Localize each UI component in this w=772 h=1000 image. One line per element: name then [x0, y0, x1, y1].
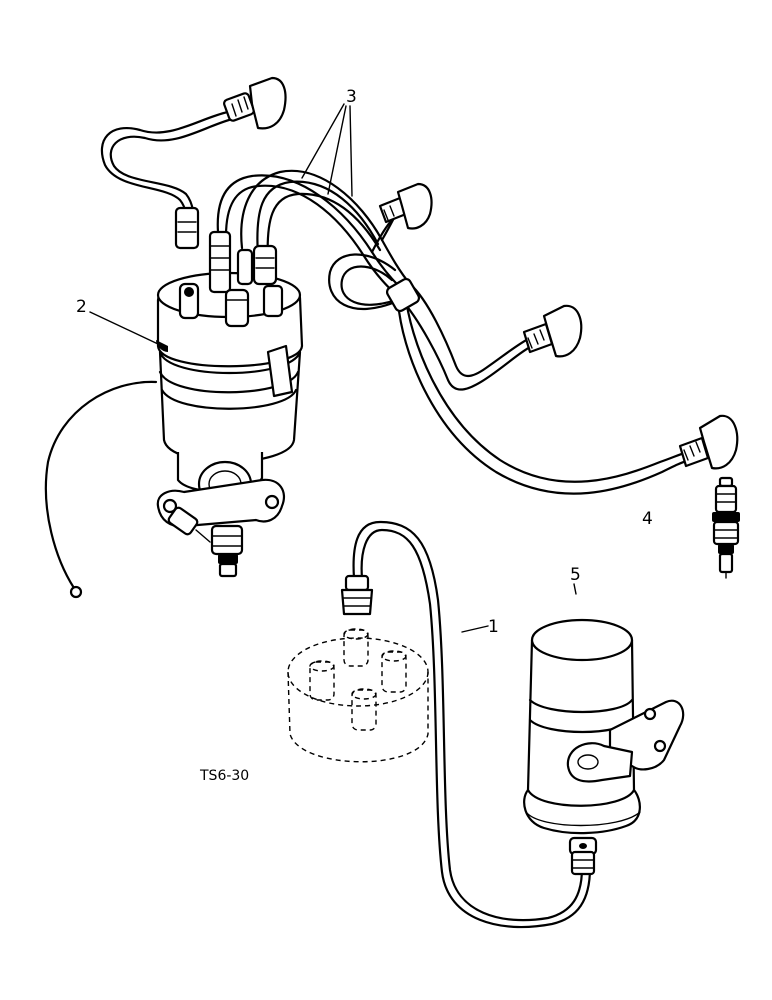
plug-wire-bundle — [216, 169, 692, 495]
ignition-coil — [523, 618, 685, 876]
callout-coil-wire: 1 — [488, 617, 499, 637]
wire-end-terminal-left — [174, 206, 200, 250]
plug-boot-top-left — [223, 76, 287, 130]
vacuum-line — [44, 380, 158, 599]
callout-ignition-coil: 5 — [570, 565, 581, 585]
wire-clamp — [385, 277, 421, 313]
coil-wire-cap-terminal — [340, 574, 374, 616]
figure-code: TS6-30 — [199, 768, 249, 784]
plug-boot-middle-right — [522, 304, 583, 358]
plug-wire-top-left — [100, 110, 238, 234]
callout-distributor: 2 — [76, 297, 87, 317]
leader-lines — [89, 103, 577, 633]
coil-wire — [352, 520, 592, 929]
plug-boot-top-right — [378, 182, 433, 230]
plug-boot-lower-right — [678, 414, 739, 470]
distributor-cap-towers — [178, 230, 284, 328]
phantom-distributor-cap — [287, 628, 429, 763]
callout-spark-plug: 4 — [642, 509, 653, 529]
spark-plug — [712, 476, 740, 579]
callout-plug-wires: 3 — [346, 87, 357, 107]
